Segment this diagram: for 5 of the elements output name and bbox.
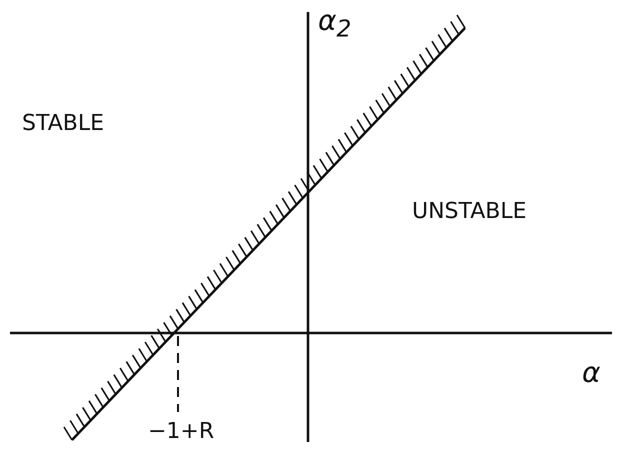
tick-label: −1+R [148,420,214,444]
region-label: STABLE [22,112,104,136]
axis-label: α$_{2}$ [318,6,352,42]
axis-label: α [582,358,600,389]
region-label: UNSTABLE [412,200,527,224]
